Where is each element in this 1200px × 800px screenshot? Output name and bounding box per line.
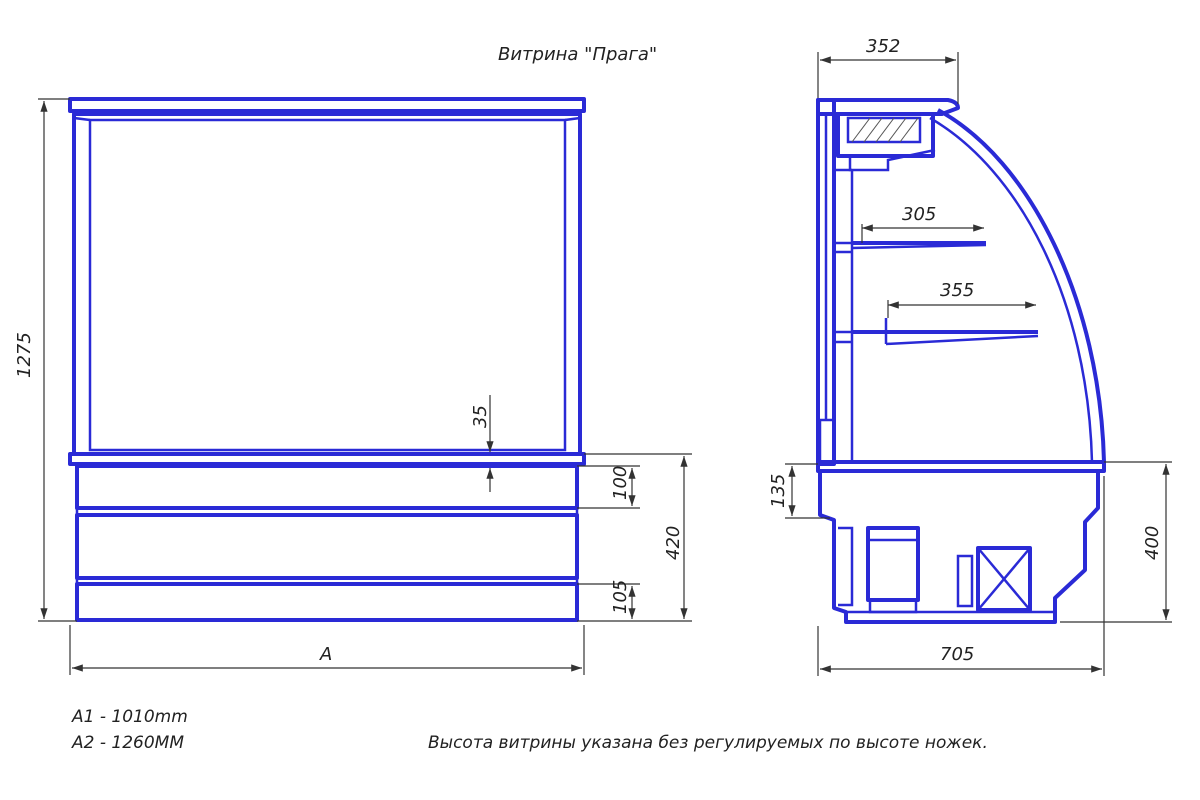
dim-105: 105 <box>610 580 631 614</box>
dim-705: 705 <box>940 644 974 665</box>
variant-a1: A1 - 1010mm <box>71 707 188 727</box>
side-view: 352 305 355 135 400 705 <box>768 36 1172 676</box>
dim-355: 355 <box>940 280 974 301</box>
front-view: 1275 35 100 420 105 A <box>14 97 692 675</box>
dim-352: 352 <box>866 36 900 57</box>
dim-135: 135 <box>768 474 789 508</box>
dim-420: 420 <box>663 526 684 560</box>
drawing-title: Витрина "Прага" <box>498 44 657 65</box>
dim-100: 100 <box>610 466 631 500</box>
dim-400: 400 <box>1142 526 1163 560</box>
dim-1275: 1275 <box>14 332 35 378</box>
variant-a2: A2 - 1260MM <box>71 733 184 753</box>
footnote: Высота витрины указана без регулируемых … <box>428 733 988 753</box>
light-hatch <box>851 117 919 143</box>
dim-35: 35 <box>470 405 491 428</box>
dim-a: A <box>319 644 332 665</box>
dim-305: 305 <box>902 204 936 225</box>
